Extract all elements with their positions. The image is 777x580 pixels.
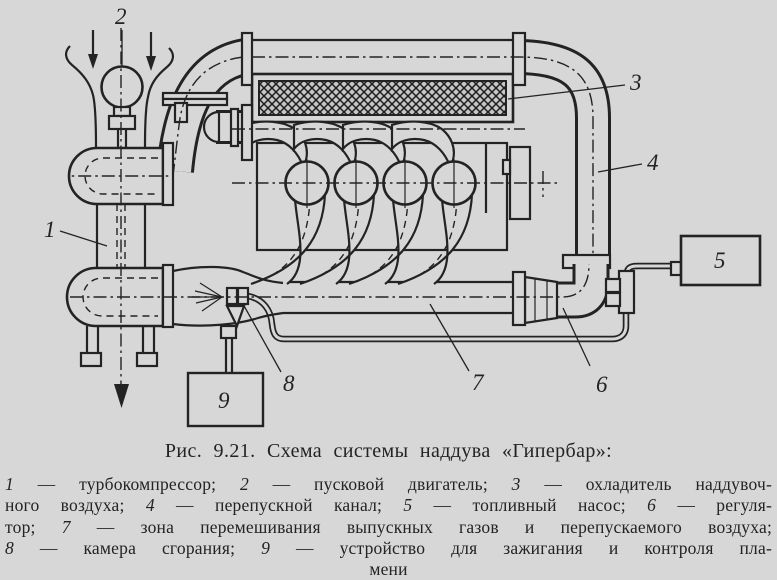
combustion-chamber (172, 265, 284, 428)
label-7: 7 (472, 370, 485, 395)
label-2: 2 (115, 4, 127, 29)
legend-line: 8 — камера сгорания; 9 — устройство для … (5, 537, 772, 558)
legend: 1 — турбокомпрессор; 2 — пусковой двигат… (0, 474, 777, 580)
charge-air-duct (250, 38, 515, 124)
label-8: 8 (283, 371, 295, 396)
ignition-device-box (186, 371, 265, 428)
label-3: 3 (629, 70, 642, 95)
legend-line: тор; 7 — зона перемешивания выпускных га… (5, 516, 773, 537)
label-6: 6 (596, 372, 608, 397)
fuel-line (247, 262, 673, 343)
exhaust-runners (250, 193, 474, 286)
label-4: 4 (647, 150, 659, 175)
centerlines (70, 28, 594, 408)
turbocompressor (65, 141, 175, 368)
fuel-pump (669, 234, 762, 287)
label-9: 9 (218, 388, 230, 413)
legend-line: ного воздуха; 4 — перепускной канал; 5 —… (5, 495, 772, 516)
legend-line: 1 — турбокомпрессор; 2 — пусковой двигат… (5, 474, 773, 494)
compressor-outlet-pipe (156, 31, 254, 173)
figure-caption: Рис. 9.21. Схема системы наддува «Гиперб… (164, 440, 613, 462)
callouts: 1 2 3 4 5 6 7 8 9 (44, 4, 726, 413)
label-5: 5 (714, 248, 726, 273)
starting-engine (65, 30, 174, 148)
label-1: 1 (44, 217, 56, 242)
hyperbar-schematic: 1 2 3 4 5 6 7 8 9 (44, 4, 762, 428)
